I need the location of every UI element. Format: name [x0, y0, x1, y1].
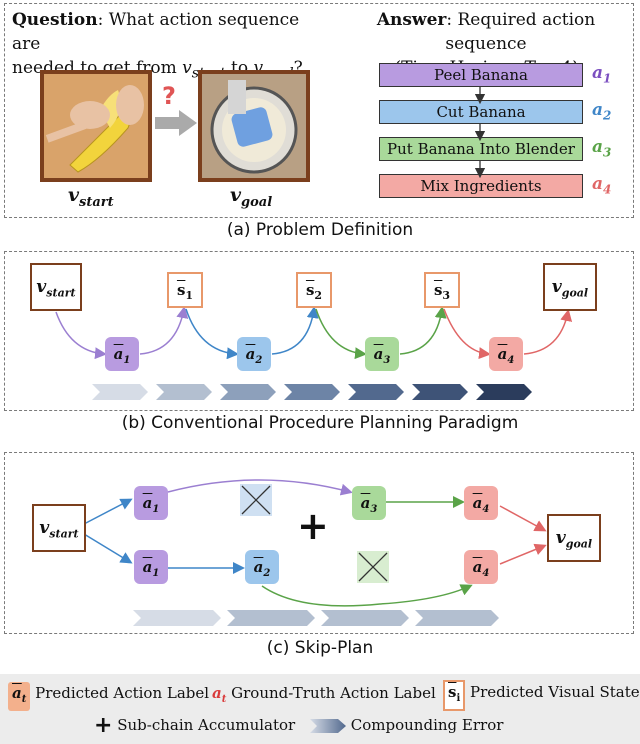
skip-bottom-action-a1: a1 — [134, 550, 168, 584]
action-code-a3: a3 — [592, 137, 612, 160]
action-put-banana-into-blender: Put Banana Into Blender — [379, 137, 583, 161]
sub-chain-accumulator-plus-icon: + — [297, 504, 329, 548]
skip-plan-v-start: vstart — [32, 504, 86, 552]
answer-label: Answer — [376, 10, 447, 30]
action-code-a2: a2 — [592, 100, 612, 123]
predicted-action-a4: a4 — [489, 337, 523, 371]
conventional-v-start: vstart — [30, 263, 82, 311]
legend-predicted-visual-state: si Predicted Visual State — [443, 680, 640, 711]
skip-bottom-action-a4: a4 — [464, 550, 498, 584]
predicted-state-s2: s2 — [296, 272, 332, 308]
action-code-a4: a4 — [592, 174, 612, 197]
predicted-action-a1: a1 — [105, 337, 139, 371]
predicted-state-s1: s1 — [167, 272, 203, 308]
predicted-action-a3: a3 — [365, 337, 399, 371]
legend-ground-truth-action: at Ground-Truth Action Label — [212, 684, 436, 705]
skip-plan-v-goal: vgoal — [547, 514, 601, 562]
skipped-state-x-icon — [240, 484, 272, 516]
predicted-state-s3: s3 — [424, 272, 460, 308]
goal-image-blender — [198, 70, 310, 182]
action-peel-banana: Peel Banana — [379, 63, 583, 87]
panel-skip-plan — [4, 452, 634, 634]
legend-predicted-action: at Predicted Action Label — [8, 682, 209, 711]
skip-bottom-action-a2: a2 — [245, 550, 279, 584]
start-image-peeling-banana — [40, 70, 152, 182]
caption-conventional-planning: (b) Conventional Procedure Planning Para… — [121, 413, 519, 433]
compounding-error-chevron-icon — [310, 719, 346, 733]
caption-skip-plan: (c) Skip-Plan — [266, 638, 374, 658]
action-code-a1: a1 — [592, 63, 612, 86]
action-sequence-arrows — [474, 87, 486, 178]
legend-compounding-error: Compounding Error — [310, 714, 503, 736]
v-goal-label: vgoal — [230, 184, 273, 210]
skip-top-action-a1: a1 — [134, 486, 168, 520]
skip-top-action-a4: a4 — [464, 486, 498, 520]
panel-problem-definition — [4, 3, 634, 218]
panel-conventional-planning — [4, 251, 634, 411]
predicted-action-a2: a2 — [237, 337, 271, 371]
skip-plan-arrows — [83, 479, 547, 607]
question-mark: ? — [162, 82, 176, 110]
compounding-error-chevrons — [92, 384, 532, 400]
v-start-label: vstart — [68, 184, 114, 210]
conventional-v-goal: vgoal — [543, 263, 597, 311]
skip-top-action-a3: a3 — [352, 486, 386, 520]
skipped-state-x-icon-2 — [357, 551, 389, 583]
question-label: Question — [12, 10, 98, 30]
conventional-flow-arrows — [55, 306, 573, 360]
skip-plan-chevrons — [133, 610, 499, 626]
arrow-right-icon — [155, 110, 197, 136]
caption-problem-definition: (a) Problem Definition — [226, 220, 414, 240]
legend-sub-chain-accumulator: + Sub-chain Accumulator — [94, 713, 296, 738]
